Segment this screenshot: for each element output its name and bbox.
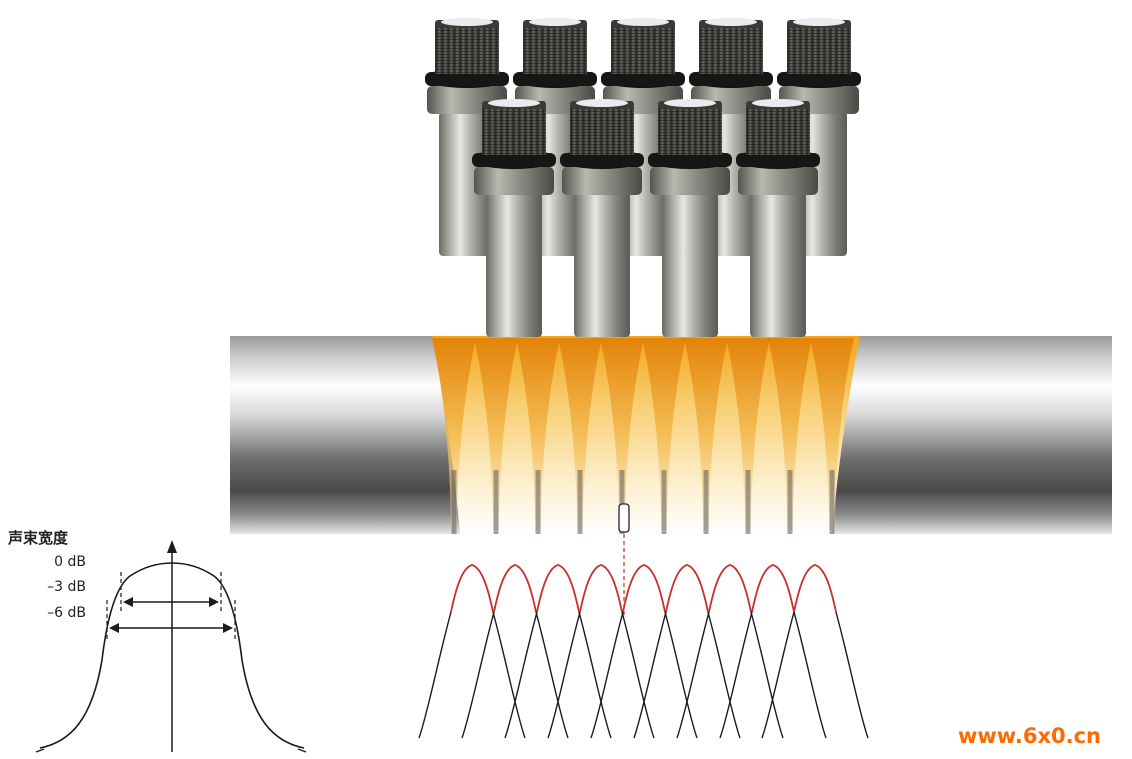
beam-cone xyxy=(432,338,476,530)
beam-response-curves xyxy=(418,564,869,739)
beam-cone xyxy=(516,338,560,530)
beam-cone xyxy=(726,338,770,530)
arrow-right-icon xyxy=(209,597,219,607)
level-minus6db-label: –6 dB xyxy=(47,605,86,621)
baseline-right-tick xyxy=(297,748,307,753)
response-curve-peak xyxy=(708,564,752,613)
arrow-right-icon xyxy=(223,623,233,633)
beam-cones xyxy=(432,338,854,534)
level-0db-label: 0 dB xyxy=(54,554,86,570)
response-curve-peak xyxy=(579,564,623,613)
response-curve-flank xyxy=(590,611,698,739)
response-curve-peak xyxy=(450,564,494,613)
response-curve-peak xyxy=(622,564,666,613)
arrow-left-icon xyxy=(123,597,133,607)
response-curve-flank xyxy=(719,611,827,739)
response-curve-peak xyxy=(493,564,537,613)
beam-width-diagram xyxy=(35,540,307,753)
response-curve-flank xyxy=(676,611,784,739)
beam-cone xyxy=(558,338,602,530)
watermark: www.6x0.cn xyxy=(958,724,1101,748)
beam-cone xyxy=(810,338,854,530)
beam-cone xyxy=(474,338,518,530)
response-curve-peak xyxy=(536,564,580,613)
response-curve-flank xyxy=(761,611,869,739)
beam-width-title: 声束宽度 xyxy=(8,529,69,547)
response-curve-flank xyxy=(633,611,741,739)
beam-cone xyxy=(768,338,812,530)
response-curve-flank xyxy=(547,611,655,739)
pipe-right xyxy=(832,336,1112,534)
response-curve-peak xyxy=(793,564,837,613)
defect-marker xyxy=(618,503,630,533)
response-curve-peak xyxy=(751,564,795,613)
beam-cone xyxy=(642,338,686,530)
response-curve-flank xyxy=(461,611,569,739)
response-curve-flank xyxy=(504,611,612,739)
axis-arrow-icon xyxy=(167,540,177,553)
arrow-left-icon xyxy=(109,623,119,633)
beam-cone xyxy=(600,338,644,530)
pipe-left xyxy=(230,336,460,534)
baseline-left-tick xyxy=(35,748,45,753)
beam-cone xyxy=(684,338,728,530)
level-minus3db-label: –3 dB xyxy=(47,579,86,595)
response-curve-flank xyxy=(418,611,526,739)
response-curve-peak xyxy=(665,564,709,613)
